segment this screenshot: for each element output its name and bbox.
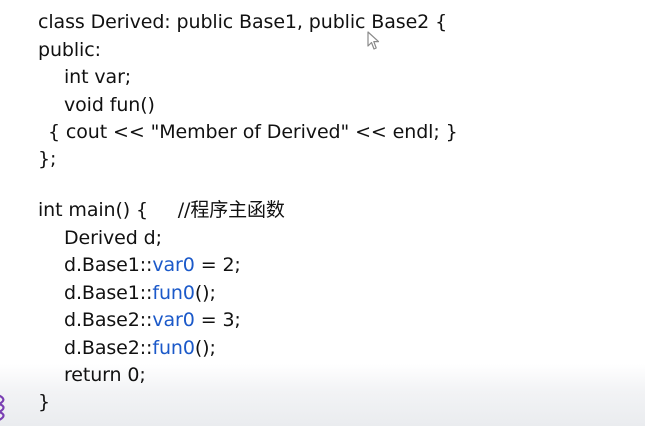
code-line-void-fun: void fun() (64, 94, 155, 116)
code-line-derived-d: Derived d; (64, 227, 162, 249)
member-fun0: fun0 (152, 337, 195, 359)
code-suffix: = 3; (194, 309, 241, 331)
code-line-base1-var0: d.Base1::var0 = 2; (64, 253, 241, 277)
code-line-return: return 0; (64, 364, 146, 386)
code-line-main: int main() { //程序主函数 (38, 199, 285, 221)
code-line-int-var: int var; (64, 66, 132, 88)
code-line-class-end: }; (38, 148, 57, 170)
decorative-edge-icon (0, 394, 5, 421)
code-suffix: (); (194, 337, 216, 359)
mouse-pointer-icon (367, 31, 380, 50)
member-fun0: fun0 (152, 282, 195, 304)
code-line-base1-fun0: d.Base1::fun0(); (64, 281, 216, 305)
code-prefix: d.Base1:: (64, 254, 153, 276)
code-line-base2-fun0: d.Base2::fun0(); (64, 336, 216, 360)
bottom-gradient-band (0, 364, 645, 426)
code-prefix: d.Base1:: (64, 282, 153, 304)
code-suffix: (); (194, 282, 216, 304)
member-var0: var0 (152, 254, 195, 276)
member-var0: var0 (152, 309, 195, 331)
code-line-class-declaration: class Derived: public Base1, public Base… (38, 11, 448, 33)
code-line-base2-var0: d.Base2::var0 = 3; (64, 308, 241, 332)
code-suffix: = 2; (194, 254, 241, 276)
code-line-public: public: (38, 39, 101, 61)
code-prefix: d.Base2:: (64, 337, 153, 359)
code-prefix: d.Base2:: (64, 309, 153, 331)
code-line-main-end: } (38, 391, 50, 413)
code-line-fun-body: { cout << "Member of Derived" << endl; } (48, 121, 458, 143)
